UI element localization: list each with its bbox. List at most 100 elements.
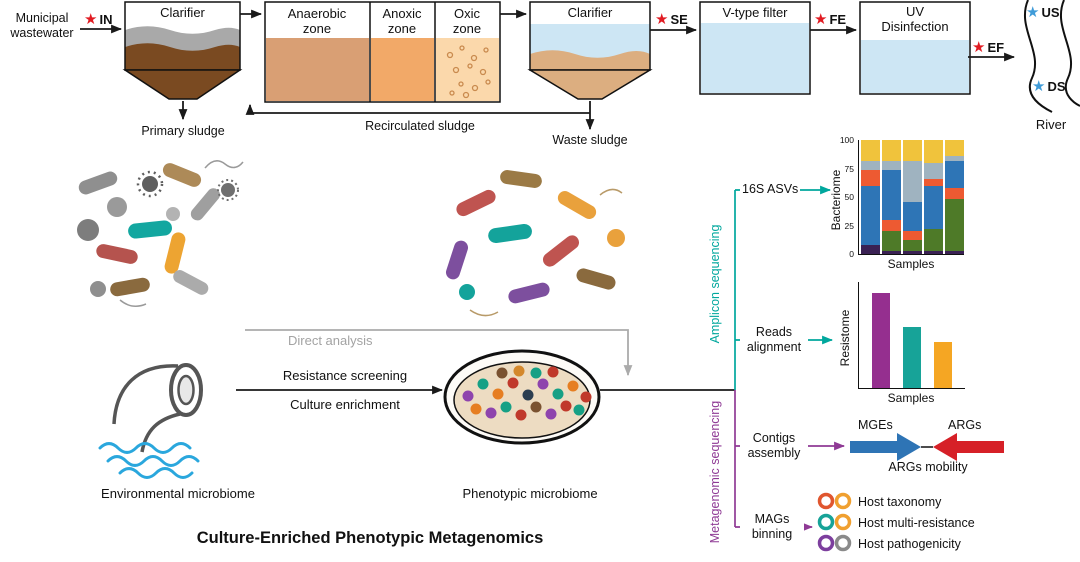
- direct-analysis-line: [245, 329, 633, 377]
- a2o-zones: [264, 1, 501, 103]
- flow-arrows: [80, 9, 1016, 395]
- bacteriome-segment: [882, 250, 901, 254]
- resistome-xlabel: Samples: [887, 391, 935, 405]
- blue-star-icon: ★: [1032, 77, 1046, 95]
- in-tag: IN: [99, 12, 113, 27]
- branch-contigs-assembly: Contigs assembly: [740, 431, 808, 461]
- waste-sludge-label: Waste sludge: [552, 133, 628, 147]
- upstream-sampling-point: ★ US: [1026, 3, 1060, 21]
- final-effluent-sampling-point: ★ EF: [972, 38, 1005, 56]
- bacteriome-segment: [882, 219, 901, 232]
- red-star-icon: ★: [84, 10, 98, 28]
- uv-disinfection-box: [859, 1, 971, 95]
- bacteriome-segment: [861, 160, 880, 170]
- branch-mags-binning: MAGs binning: [740, 512, 804, 542]
- resistome-bar: [903, 326, 921, 388]
- host-taxonomy-label: Host taxonomy: [858, 495, 942, 509]
- reads-line1: Reads: [755, 325, 793, 339]
- bacteriome-bar: [945, 140, 964, 254]
- primary-sludge-label: Primary sludge: [141, 124, 225, 138]
- water-waves: [98, 442, 200, 479]
- v-type-filter-box: [699, 1, 811, 95]
- bacteriome-segment: [945, 199, 964, 251]
- secondary-effluent-sampling-point: ★ SE: [655, 10, 688, 28]
- blue-star-icon: ★: [1026, 3, 1040, 21]
- secondary-clarifier-label: Clarifier: [567, 5, 613, 20]
- bacteriome-segment: [861, 140, 880, 161]
- resistance-screening-label: Resistance screening: [282, 368, 408, 383]
- mges-label: MGEs: [858, 418, 893, 432]
- host-multi-resistance-label: Host multi-resistance: [858, 516, 975, 530]
- bacteriome-segment: [903, 240, 922, 251]
- culture-enrichment-label: Culture enrichment: [290, 397, 400, 412]
- amplicon-sequencing-label: Amplicon sequencing: [708, 224, 722, 344]
- downstream-sampling-point: ★ DS: [1032, 77, 1066, 95]
- primary-clarifier-label: Clarifier: [160, 5, 205, 20]
- anaerobic-zone-label: Anaerobic zone: [267, 6, 367, 37]
- anoxic-line1: Anoxic: [382, 6, 422, 21]
- influent-line2: wastewater: [10, 25, 74, 40]
- oxic-zone-label: Oxic zone: [436, 6, 498, 37]
- host-rings: [817, 492, 852, 552]
- resistome-axis-label: Resistome: [838, 309, 852, 367]
- figure-title: Culture-Enriched Phenotypic Metagenomics: [196, 529, 544, 547]
- influent-line1: Municipal: [15, 11, 69, 25]
- environmental-microbes-illustration: [77, 160, 244, 307]
- bacteriome-segment: [903, 250, 922, 254]
- anoxic-line2: zone: [387, 21, 417, 37]
- influent-label: Municipal wastewater: [4, 11, 80, 41]
- red-star-icon: ★: [972, 38, 986, 56]
- bacteriome-segment: [924, 185, 943, 229]
- args-label: ARGs: [948, 418, 982, 432]
- fe-tag: FE: [829, 12, 847, 27]
- mags-line1: MAGs: [754, 512, 790, 526]
- uv-line1: UV: [905, 4, 925, 19]
- resistome-chart: [858, 282, 965, 389]
- recirculation-line: [245, 103, 590, 115]
- reads-line2: alignment: [746, 339, 802, 354]
- primary-clarifier: [122, 1, 243, 100]
- bacteriome-segment: [882, 169, 901, 220]
- oxic-bubbles: [446, 45, 491, 99]
- arg-arrow: [933, 433, 1004, 461]
- resistome-bar: [934, 342, 952, 388]
- ds-tag: DS: [1047, 79, 1066, 94]
- bacteriome-segment: [945, 187, 964, 200]
- v-type-filter-label: V-type filter: [722, 5, 788, 20]
- phenotypic-microbiome-label: Phenotypic microbiome: [462, 486, 598, 501]
- secondary-clarifier: [527, 1, 653, 100]
- petri-dish: [443, 349, 601, 445]
- bacteriome-segment: [882, 160, 901, 170]
- bacteriome-bar: [861, 140, 880, 254]
- red-star-icon: ★: [655, 10, 669, 28]
- recirculated-sludge-label: Recirculated sludge: [365, 119, 475, 133]
- contigs-line1: Contigs: [752, 431, 796, 445]
- red-star-icon: ★: [814, 10, 828, 28]
- environmental-microbiome-label: Environmental microbiome: [101, 486, 255, 501]
- phenotypic-microbes-illustration: [445, 170, 625, 317]
- us-tag: US: [1041, 5, 1060, 20]
- filter-effluent-sampling-point: ★ FE: [814, 10, 847, 28]
- bacteriome-bar: [903, 140, 922, 254]
- bacteriome-chart: [858, 140, 964, 255]
- bacteriome-segment: [924, 178, 943, 186]
- contigs-line2: assembly: [747, 445, 801, 460]
- args-mobility-label: ARGs mobility: [888, 460, 968, 474]
- bacteriome-segment: [903, 140, 922, 161]
- bacteriome-segment: [903, 160, 922, 202]
- ytick: 100: [839, 135, 854, 145]
- ytick: 50: [844, 192, 854, 202]
- ef-tag: EF: [987, 40, 1005, 55]
- resistome-bar: [872, 292, 890, 388]
- bacteriome-segment: [924, 140, 943, 163]
- anaerobic-line2: zone: [302, 21, 332, 37]
- uv-line2: Disinfection: [881, 19, 949, 35]
- mags-line2: binning: [751, 526, 793, 541]
- anoxic-zone-label: Anoxic zone: [371, 6, 433, 37]
- bacteriome-segment: [924, 162, 943, 179]
- influent-sampling-point: ★ IN: [84, 10, 113, 28]
- oxic-line2: zone: [452, 21, 482, 37]
- bacteriome-segment: [945, 156, 964, 161]
- branch-reads-alignment: Reads alignment: [740, 325, 808, 355]
